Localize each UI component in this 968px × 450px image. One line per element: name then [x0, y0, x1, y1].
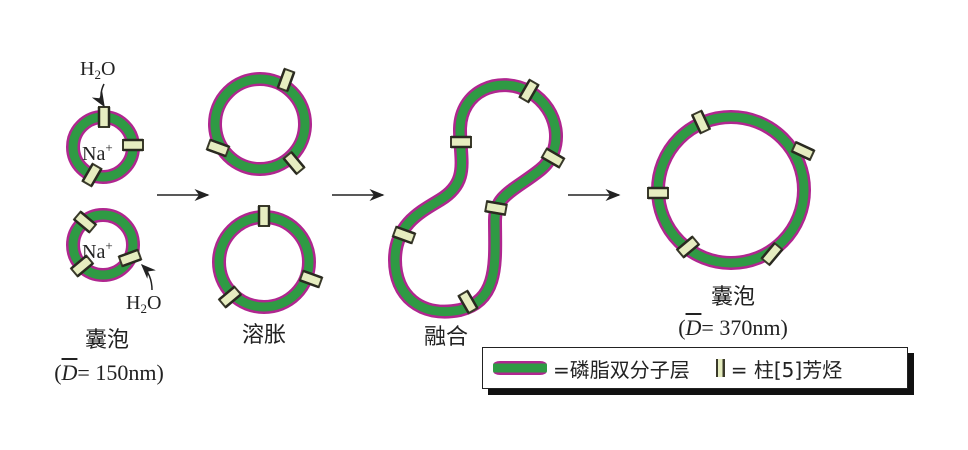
water-label-bottom: H2O [126, 292, 162, 316]
legend-pillar-label: = 柱[5]芳烃 [730, 357, 843, 382]
lipid-bilayer-swatch-icon [493, 361, 547, 375]
water-arrow-bottom [140, 263, 156, 291]
fusing-vesicle [387, 78, 566, 319]
stage-label-fusion: 融合 [423, 325, 468, 350]
diameter-label-final: (D= 370nm) [678, 315, 788, 340]
stage-label-final: 囊泡 [710, 285, 755, 310]
pillararene-swatch-icon [715, 359, 725, 377]
stage-label-swelling: 溶胀 [241, 323, 286, 348]
small-vesicle-bottom [66, 208, 143, 282]
diameter-label-initial: (D= 150nm) [54, 360, 164, 385]
small-vesicle-top [66, 105, 145, 188]
large-vesicle [646, 109, 816, 270]
water-arrow-top [91, 83, 105, 108]
swollen-vesicle-bottom [212, 204, 324, 314]
swollen-vesicle-top [205, 67, 312, 176]
water-label-top: H2O [80, 58, 116, 82]
sodium-ion-label-bottom: Na+ [82, 238, 113, 263]
sodium-ion-label-top: Na+ [82, 140, 113, 165]
stage-label-initial: 囊泡 [84, 328, 129, 353]
legend-lipid-label: =磷脂双分子层 [553, 357, 690, 382]
legend: =磷脂双分子层 = 柱[5]芳烃 [482, 347, 908, 389]
